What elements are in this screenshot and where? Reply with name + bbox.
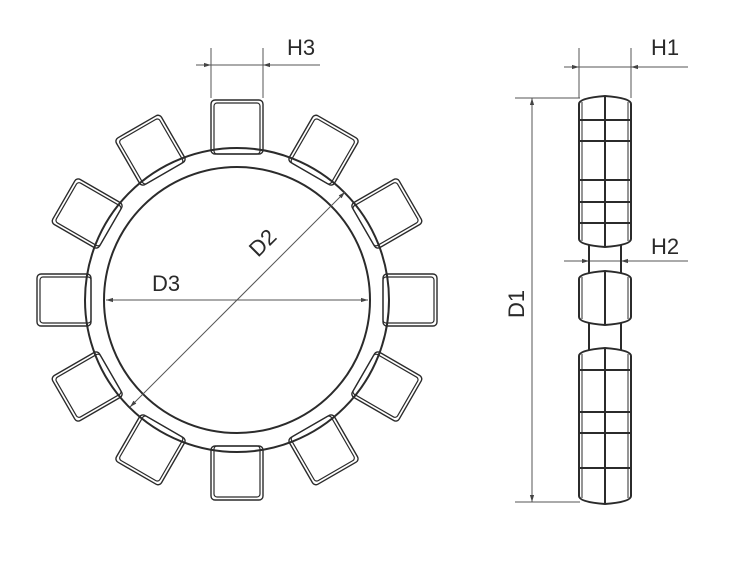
washer-side-profile (578, 94, 632, 506)
washer-tab (288, 114, 359, 186)
washer-tab (351, 178, 423, 249)
washer-outer-ring (84, 147, 390, 453)
washer-tab (382, 273, 438, 327)
washer-tab (288, 414, 359, 486)
washer-inner-hole (103, 166, 371, 434)
h1-label: H1 (651, 35, 679, 60)
washer-tab (115, 114, 186, 186)
washer-tab (115, 414, 186, 486)
washer-tab (51, 351, 123, 422)
d3-label: D3 (152, 271, 180, 296)
washer-tab (36, 273, 92, 327)
d1-label: D1 (504, 290, 529, 318)
washer-tab (51, 178, 123, 249)
front-view: D3 D2 H3 (36, 35, 438, 501)
h3-label: H3 (287, 35, 315, 60)
washer-tab (210, 445, 264, 501)
washer-tab (351, 351, 423, 422)
washer-tab (210, 99, 264, 155)
side-view: D1 H1 H2 (504, 35, 688, 506)
h2-label: H2 (651, 234, 679, 259)
d2-label: D2 (244, 224, 282, 262)
d2-dimension-line (129, 191, 346, 408)
washer-tabs (36, 99, 438, 501)
